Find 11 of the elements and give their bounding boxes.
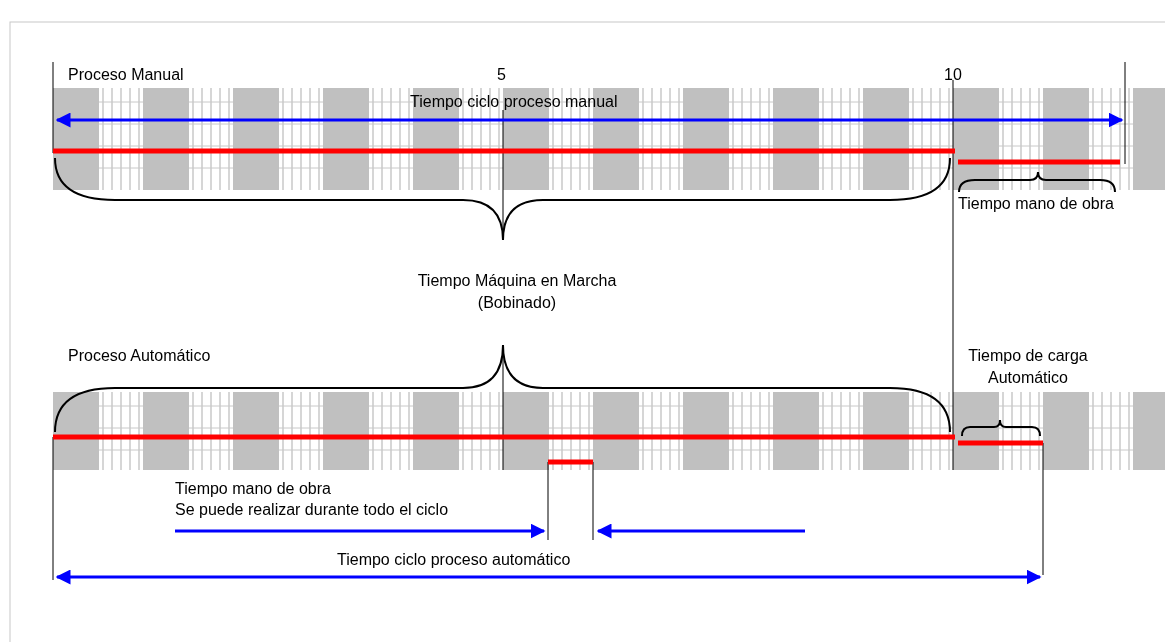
dimension-label: Tiempo ciclo proceso manual	[410, 92, 618, 112]
dimension-label: Tiempo ciclo proceso automático	[337, 550, 571, 570]
time-label: Tiempo mano de obra	[958, 194, 1114, 214]
time-label: Tiempo mano de obra	[175, 479, 331, 499]
tick-label: 10	[944, 65, 962, 85]
section-title: Proceso Automático	[68, 346, 211, 366]
note-text: Se puede realizar durante todo el ciclo	[175, 500, 449, 520]
section-title: Proceso Manual	[68, 65, 184, 85]
time-label: Tiempo Máquina en Marcha (Bobinado)	[416, 271, 618, 313]
time-label: Tiempo de carga Automático	[967, 346, 1089, 388]
tick-label: 5	[497, 65, 506, 85]
